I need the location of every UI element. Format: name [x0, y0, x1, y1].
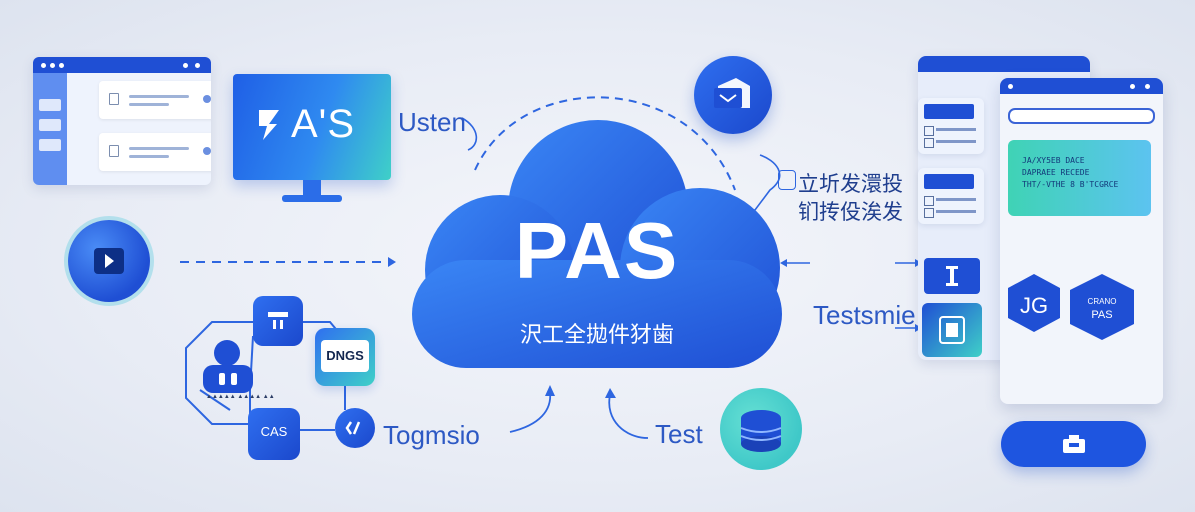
test-label: Test: [655, 419, 703, 449]
play-node[interactable]: [68, 220, 150, 302]
hex-jg: [1008, 274, 1060, 332]
envelope-icon: [714, 78, 750, 108]
cas-label: CAS: [260, 424, 288, 439]
hex-pas-line1: CRANO: [1088, 297, 1117, 306]
hex-pas-line2: PAS: [1091, 309, 1112, 321]
dngs-tile[interactable]: DNGS: [315, 328, 375, 386]
togmsio-arrow: [509, 391, 552, 433]
monitor-screen: A'S: [233, 74, 391, 180]
testsmie-label: Testsmie: [813, 300, 916, 330]
test-arrow: [608, 394, 649, 439]
right-bracket: [735, 154, 781, 211]
text-tool-tile[interactable]: [924, 258, 980, 294]
browser-window: [33, 57, 211, 185]
tag-icon: [778, 170, 796, 190]
info-line-2: DAPRAEE RECEDE: [1022, 168, 1090, 177]
users-label: Usten: [398, 107, 466, 137]
org-caption: ▲▲▲▲▲ ▲▲▲▲ ▲▲: [206, 394, 275, 400]
document-icon: [109, 93, 119, 105]
list-item[interactable]: [99, 81, 211, 119]
hex-pas: [1070, 274, 1134, 340]
server-icon: [268, 312, 288, 329]
info-line-1: JA/XY5EB DACE: [1022, 156, 1085, 165]
dngs-label: DNGS: [321, 340, 369, 372]
user-card[interactable]: [203, 365, 253, 393]
browser-sidebar: [33, 73, 67, 185]
chinese-label-1: 立圻发澴投: [798, 172, 903, 196]
slash-icon: [345, 421, 361, 435]
user-avatar: [214, 340, 240, 366]
cloud-title: PAS: [514, 206, 680, 295]
email-node[interactable]: [694, 56, 772, 134]
database-node[interactable]: [720, 388, 802, 470]
database-icon: [740, 410, 782, 452]
search-input[interactable]: [1008, 108, 1155, 124]
info-card: JA/XY5EB DACE DAPRAEE RECEDE THT/-VTHE 8…: [1008, 140, 1151, 216]
phone-statusbar: [1000, 78, 1163, 94]
hex-group: JG CRANO PAS: [1008, 274, 1134, 340]
monitor-stand: [303, 180, 321, 196]
link-node[interactable]: [335, 408, 375, 448]
lightning-icon: [259, 110, 279, 140]
top-dashed-arc: [474, 96, 736, 191]
mini-card-1[interactable]: [918, 98, 984, 154]
chinese-label-2: 钔抟伇涘发: [798, 200, 903, 224]
document-icon: [109, 145, 119, 157]
server-tile[interactable]: [253, 296, 303, 346]
togmsio-label: Togmsio: [383, 420, 480, 450]
layout-icon: [939, 316, 965, 344]
cas-tile[interactable]: CAS: [248, 408, 300, 460]
browser-titlebar: [33, 57, 211, 73]
home-button[interactable]: [1001, 421, 1146, 467]
monitor-text: A'S: [291, 102, 355, 146]
info-line-3: THT/-VTHE 8 B'TCGRCE: [1022, 180, 1119, 189]
phone-mockup: JA/XY5EB DACE DAPRAEE RECEDE THT/-VTHE 8…: [1000, 78, 1163, 404]
hex-jg-text: JG: [1020, 293, 1048, 318]
grid-tile[interactable]: [922, 303, 982, 357]
list-item[interactable]: [99, 133, 211, 171]
cloud-subtitle: 沢工全拋件犲歯: [519, 323, 674, 348]
cloud-shape: [412, 120, 782, 368]
mini-card-2[interactable]: [918, 168, 984, 224]
monitor-base: [282, 195, 342, 202]
text-cursor-icon: [946, 266, 958, 286]
people-icon: [219, 373, 237, 385]
box-icon: [1063, 435, 1085, 453]
play-icon: [94, 248, 124, 274]
